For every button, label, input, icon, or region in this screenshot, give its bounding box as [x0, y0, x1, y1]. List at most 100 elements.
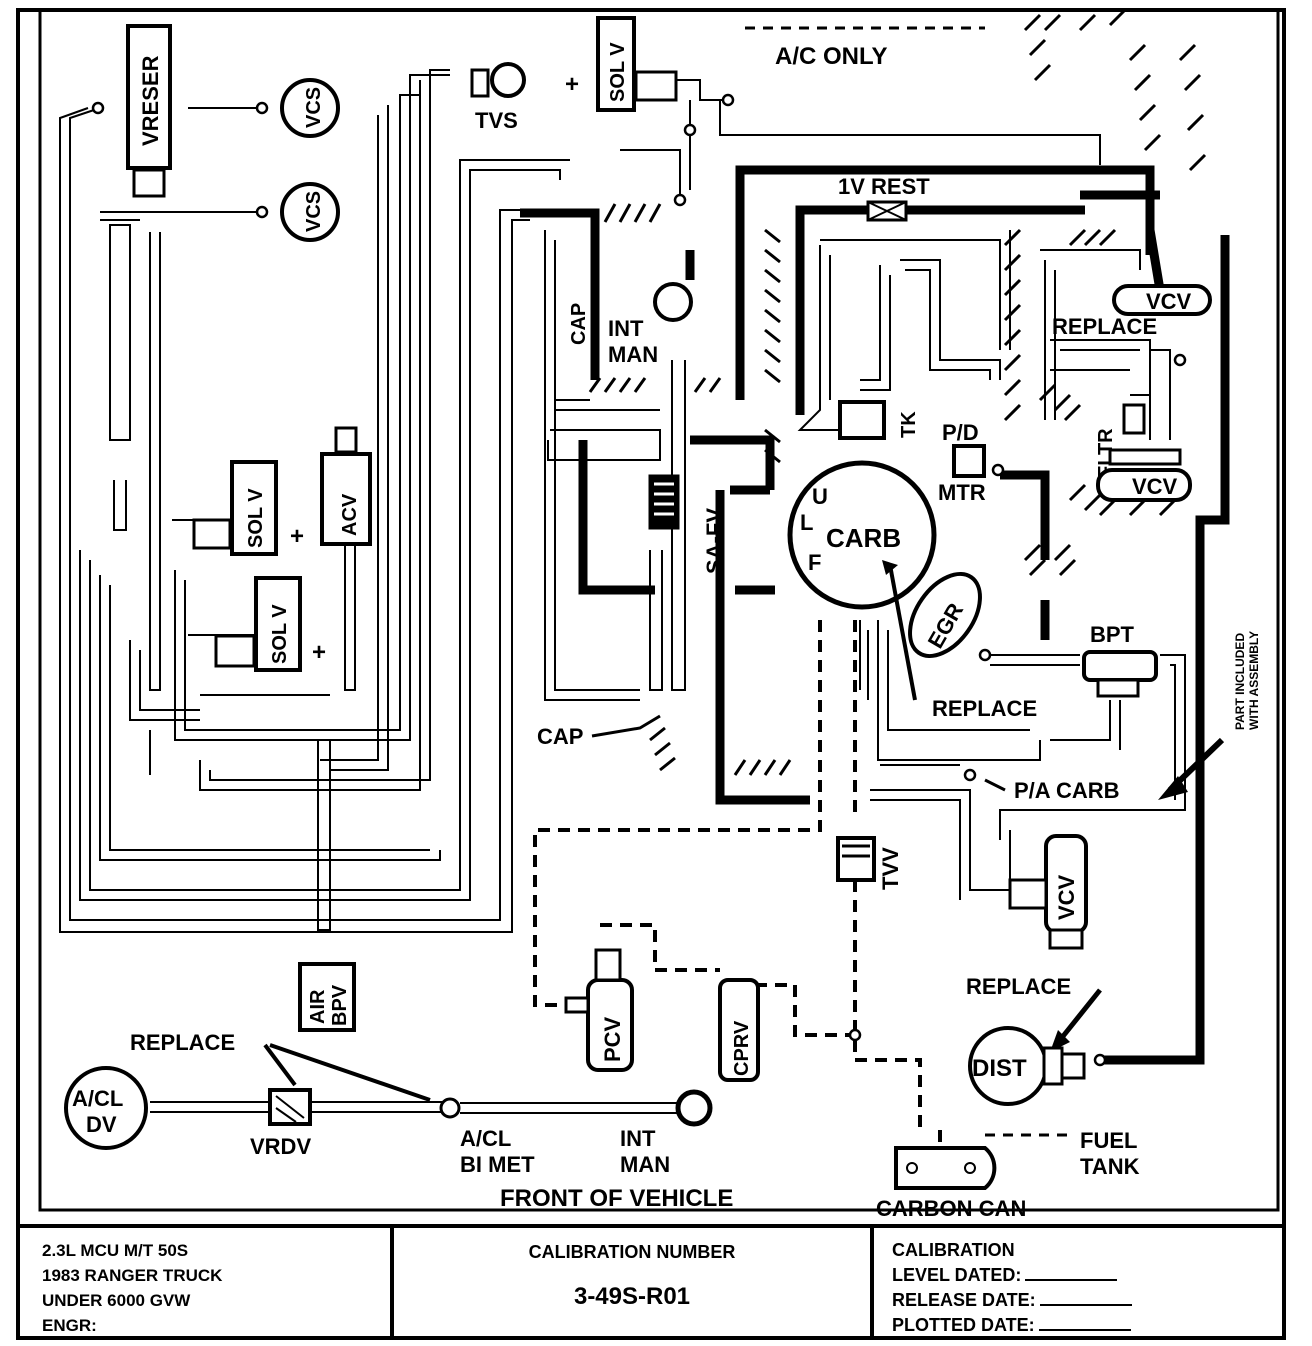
inner-frame	[38, 8, 1280, 1212]
acv-valve: ACV	[320, 426, 372, 546]
dashed-hoses	[533, 620, 942, 1148]
heavy-hoses	[520, 165, 1230, 1065]
calibration-number-value: 3-49S-R01	[573, 1283, 691, 1310]
calibration-number-label: CALIBRATION NUMBER	[528, 1242, 736, 1262]
replace-left-arrow-1	[263, 1043, 297, 1087]
replace-dist-arrow	[1058, 988, 1102, 1042]
replace-top-label: REPLACE	[1052, 314, 1157, 339]
tvv-valve: TVV	[836, 836, 903, 890]
replace-left-label: REPLACE	[130, 1030, 235, 1055]
tk-thermactor: TK	[838, 400, 920, 440]
acl-dv-label-2: DV	[86, 1112, 117, 1137]
tk-label: TK	[898, 411, 920, 438]
port-circles	[91, 93, 1187, 1067]
sol-v-low: SOL V +	[214, 576, 326, 672]
replace-dist-label: REPLACE	[966, 974, 1071, 999]
sa-fv-label: SA-FV	[702, 508, 727, 574]
vrdv: VRDV	[250, 1088, 312, 1159]
cap-low-pointer	[591, 714, 661, 738]
iv-restrictor: 1V REST	[838, 174, 930, 222]
iv-rest-label: 1V REST	[838, 174, 930, 199]
vcs-middle: VCS	[280, 182, 340, 242]
vcv-right-label: VCV	[1132, 474, 1178, 499]
vcv-low-label: VCV	[1054, 874, 1079, 920]
fuel-tank-label-1: FUEL	[1080, 1128, 1137, 1153]
vcv-right: VCV	[1096, 448, 1192, 502]
replace-egr-label: REPLACE	[932, 696, 1037, 721]
engine-info-line-1: 2.3L MCU M/T 50S	[42, 1241, 189, 1260]
carbon-can-label: CARBON CAN	[876, 1196, 1026, 1221]
int-man-top: INT MAN	[608, 282, 693, 367]
acl-bimet-label-1: A/CL	[460, 1126, 511, 1151]
carb-port-u: U	[812, 484, 828, 509]
fuel-tank-label-2: TANK	[1080, 1154, 1140, 1179]
vcv-top-label: VCV	[1146, 289, 1192, 314]
sol-v-top-label: SOL V	[607, 42, 629, 102]
replace-left-arrow-2	[269, 1043, 431, 1102]
hoses-bottom	[150, 1101, 685, 1114]
int-man-low-label-1: INT	[620, 1126, 656, 1151]
vcv-low: VCV	[1008, 834, 1088, 950]
bpt-label: BPT	[1090, 622, 1135, 647]
tvv-label: TVV	[878, 847, 903, 890]
carb-port-l: L	[800, 510, 813, 535]
int-man-top-label-2: MAN	[608, 342, 658, 367]
cprv-valve: CPRV	[718, 978, 760, 1082]
vcs-middle-label: VCS	[303, 191, 325, 232]
vreser-reservoir: VRESER	[126, 24, 172, 198]
release-date-label: RELEASE DATE:	[892, 1290, 1036, 1310]
part-included-arrowhead	[1158, 776, 1188, 800]
egr-replace-arrowhead	[882, 560, 898, 575]
pcv-label: PCV	[600, 1016, 625, 1062]
egr-replace-arrow	[888, 564, 917, 701]
calibration-dates-block: CALIBRATION LEVEL DATED: RELEASE DATE: P…	[892, 1238, 1132, 1338]
engine-info-line-2: 1983 RANGER TRUCK	[42, 1266, 223, 1285]
sol-v-low-label: SOL V	[269, 604, 291, 664]
sol-v-low-plus: +	[312, 639, 326, 666]
carb-label: CARB	[826, 523, 901, 553]
cap-low-label: CAP	[537, 724, 583, 749]
sol-v-mid-plus: +	[290, 523, 304, 550]
int-man-low-label-2: MAN	[620, 1152, 670, 1177]
engine-info-line-4: ENGR:	[42, 1316, 97, 1335]
acl-bimet-label-2: BI MET	[460, 1152, 535, 1177]
level-dated-blank	[1025, 1265, 1118, 1281]
cap-vertical-label: CAP	[568, 303, 590, 345]
vcs-top: VCS	[280, 78, 340, 138]
release-date-blank	[1039, 1290, 1132, 1306]
part-included-label: PART INCLUDED WITH ASSEMBLY	[1233, 630, 1261, 730]
acv-label: ACV	[339, 493, 361, 536]
sol-v-top: SOL V +	[565, 16, 678, 112]
hatch-marks	[588, 8, 1207, 776]
int-man-low-port	[675, 1089, 713, 1127]
plotted-date-label: PLOTTED DATE:	[892, 1315, 1035, 1335]
pd-label: P/D	[942, 420, 979, 445]
acl-dv-label-1: A/CL	[72, 1086, 123, 1111]
int-man-top-label: INT	[608, 316, 644, 341]
level-dated-label: LEVEL DATED:	[892, 1265, 1022, 1285]
sol-v-middle: SOL V +	[192, 460, 304, 556]
carburetor: CARB U L F	[787, 460, 937, 610]
tvs-label: TVS	[475, 108, 518, 133]
sa-fv-filter: SA-FV	[648, 474, 727, 574]
air-bpv-label-1: AIR	[307, 989, 329, 1024]
sol-v-top-plus: +	[565, 71, 579, 98]
engine-info-line-3: UNDER 6000 GVW	[42, 1291, 191, 1310]
calibration-header: CALIBRATION	[892, 1240, 1015, 1260]
cprv-label: CPRV	[731, 1020, 753, 1076]
front-of-vehicle-label: FRONT OF VEHICLE	[500, 1185, 733, 1212]
distributor: DIST	[968, 1026, 1086, 1106]
ac-only-label: A/C ONLY	[775, 43, 887, 70]
air-bpv: AIR BPV	[298, 962, 356, 1032]
engine-info-block: 2.3L MCU M/T 50S 1983 RANGER TRUCK UNDER…	[42, 1238, 222, 1338]
egr-valve: EGR	[908, 572, 982, 658]
vreser-label: VRESER	[138, 55, 163, 146]
plotted-date-blank	[1038, 1315, 1131, 1331]
fltr-body	[1122, 403, 1146, 435]
hoses-center	[544, 79, 1186, 900]
pd-motor: P/D MTR	[938, 420, 986, 505]
vcs-top-label: VCS	[303, 87, 325, 128]
pcv-valve: PCV	[564, 948, 634, 1072]
acl-dv: A/CL DV	[64, 1066, 148, 1150]
